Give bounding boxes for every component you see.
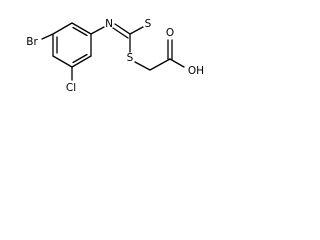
atom-label-br: Br <box>26 36 38 48</box>
atom-label-cl: Cl <box>66 82 76 94</box>
atom-label-oh: OH <box>188 65 204 77</box>
ring-double-bond-1 <box>72 26 88 37</box>
ring-bond-6 <box>52 22 73 35</box>
atom-label-s-thio: S <box>127 52 134 64</box>
bond-n-c-1 <box>114 23 131 35</box>
bond-ch2-c <box>149 58 171 71</box>
bond-c-n <box>90 26 105 35</box>
benzene-ring <box>52 22 92 68</box>
bond-c-s-thione <box>129 26 144 35</box>
bond-s-ch2 <box>134 61 151 71</box>
ring-bond-3 <box>71 55 92 68</box>
structural-formula: Br Cl N S S O OH <box>26 18 204 94</box>
bond-c-oh <box>169 58 185 68</box>
ring-bond-1 <box>71 22 92 35</box>
ring-double-bond-2 <box>72 53 88 64</box>
ring-bond-4 <box>52 55 73 68</box>
atom-label-n: N <box>105 18 113 30</box>
bond-c-br <box>41 33 54 40</box>
bond-n-c-2 <box>112 27 129 39</box>
atom-label-o-carbonyl: O <box>166 27 174 39</box>
atom-label-s-thione: S <box>145 18 152 30</box>
